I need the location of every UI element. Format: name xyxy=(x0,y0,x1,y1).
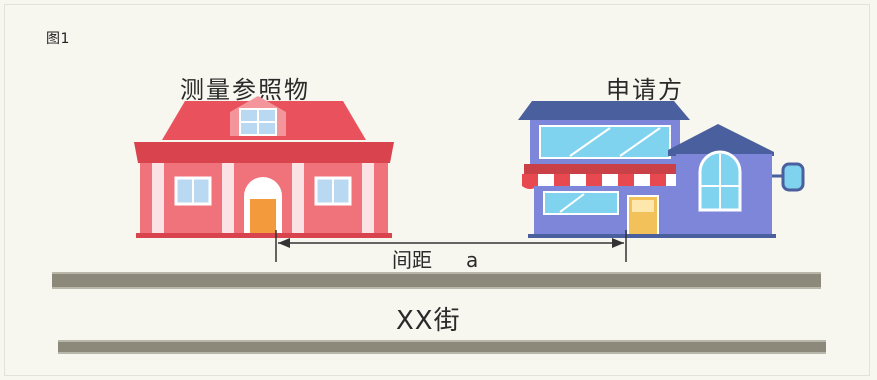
applicant-shop-roof xyxy=(518,101,690,120)
reference-building-title: 测量参照物 xyxy=(180,76,310,104)
applicant-shop-display-window xyxy=(543,191,619,215)
reference-house-door xyxy=(250,199,276,235)
reference-house-pillar xyxy=(222,163,234,235)
reference-house-pillar xyxy=(292,163,304,235)
dimension-arrow-right xyxy=(612,238,624,248)
distance-dimension xyxy=(275,230,627,262)
figure-label: 图1 xyxy=(46,31,70,47)
applicant-shop-awning xyxy=(522,164,682,189)
street-upper-edge xyxy=(52,272,821,289)
distance-word: 间距 xyxy=(392,248,432,272)
street-name: XX街 xyxy=(396,306,461,336)
reference-house xyxy=(134,96,394,238)
applicant-house-base xyxy=(528,234,776,238)
applicant-house-roof xyxy=(668,124,774,156)
reference-house-base xyxy=(136,233,392,238)
reference-house-pillar xyxy=(152,163,164,235)
applicant-house xyxy=(518,101,805,238)
reference-house-pillar xyxy=(362,163,374,235)
applicant-building-title: 申请方 xyxy=(606,76,684,104)
reference-house-eave xyxy=(134,142,394,163)
distance-variable: a xyxy=(466,248,479,272)
distance-label: 间距 a xyxy=(392,244,478,273)
dimension-arrow-left xyxy=(278,238,290,248)
figure-frame xyxy=(4,4,870,376)
street-lower-edge xyxy=(58,340,826,354)
applicant-house-lamp xyxy=(781,162,805,192)
